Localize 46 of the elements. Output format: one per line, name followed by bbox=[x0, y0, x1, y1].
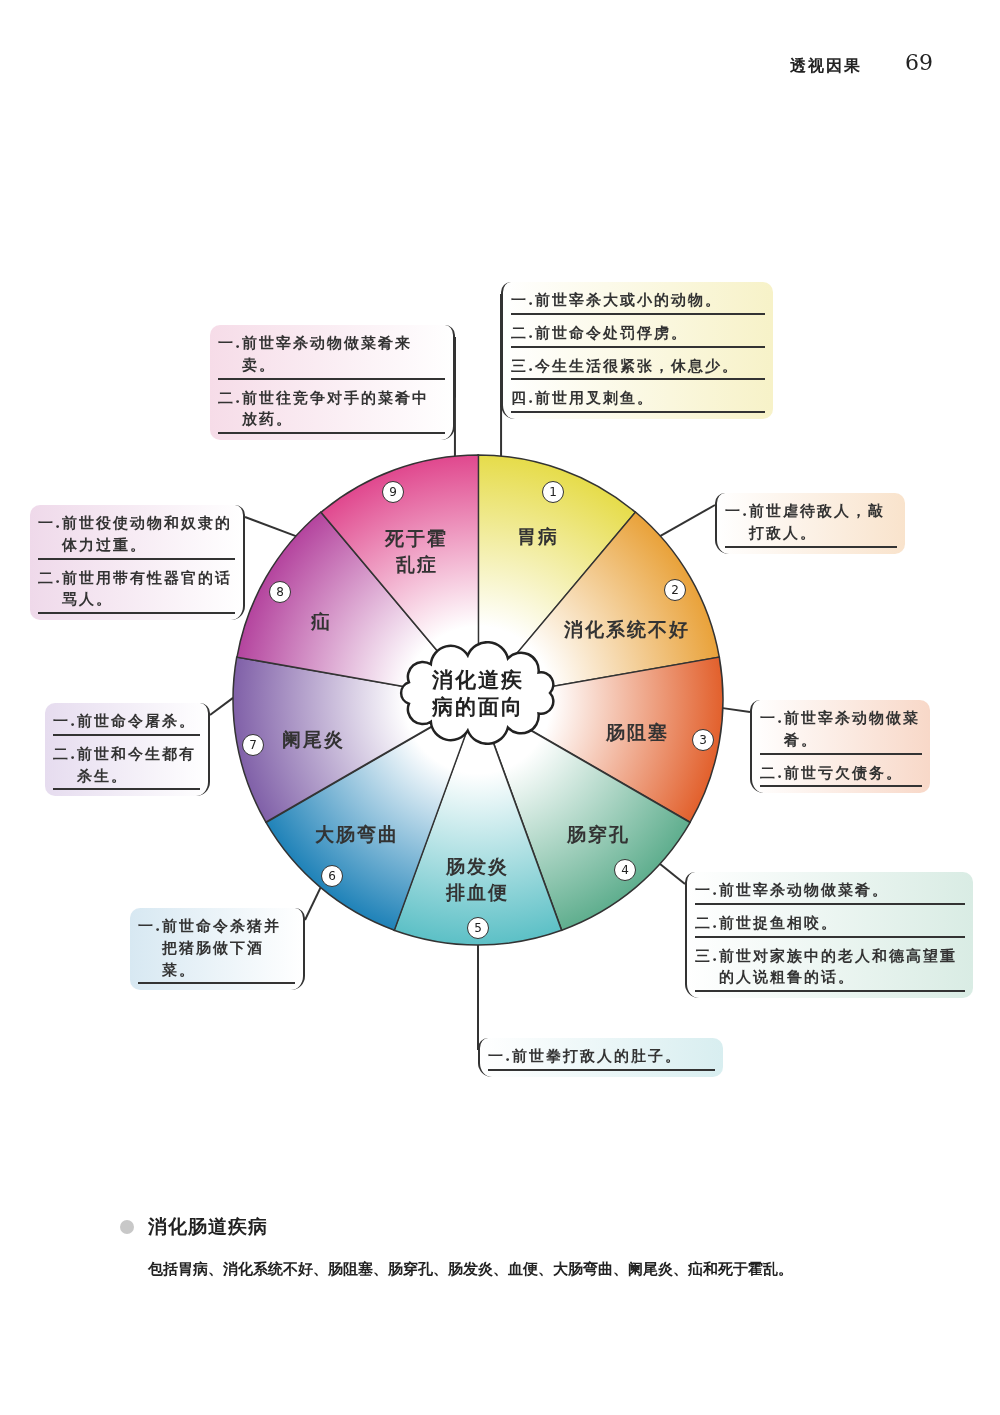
segment-label: 肠穿孔 bbox=[566, 822, 630, 848]
callout-panel bbox=[501, 282, 773, 419]
segment-label: 消化系统不好 bbox=[564, 617, 690, 643]
callout-panel bbox=[210, 325, 455, 440]
callout-text: 一.前世命令杀猪并把猪肠做下酒菜。 bbox=[138, 912, 295, 985]
callout-panel bbox=[30, 505, 245, 620]
callout-text: 一.前世拳打敌人的肚子。 bbox=[488, 1042, 715, 1071]
running-header: 透视因果 bbox=[790, 56, 862, 77]
callout-text: 二.前世亏欠债务。 bbox=[760, 758, 922, 788]
callout-text: 一.前世役使动物和奴隶的体力过重。 bbox=[38, 509, 235, 560]
segment-label: 肠阻塞 bbox=[605, 720, 669, 746]
callout-panel bbox=[45, 703, 210, 797]
leader-line bbox=[244, 516, 297, 538]
leader-line bbox=[659, 862, 686, 885]
callout-panel bbox=[130, 908, 305, 991]
callout-text: 三.今生生活很紧张，休息少。 bbox=[511, 351, 765, 381]
callout-text: 一.前世宰杀大或小的动物。 bbox=[511, 286, 765, 315]
section-heading: 消化肠道疾病 bbox=[148, 1214, 268, 1239]
center-label: 消化道疾病的面向 bbox=[431, 665, 525, 721]
callout-text: 二.前世用带有性器官的话骂人。 bbox=[38, 563, 235, 614]
callout-text: 一.前世宰杀动物做菜肴。 bbox=[760, 704, 922, 755]
callout-text: 一.前世虐待敌人，敲打敌人。 bbox=[725, 497, 897, 548]
segment-label: 阑尾炎 bbox=[281, 727, 345, 753]
callout-text: 一.前世宰杀动物做菜肴来卖。 bbox=[218, 329, 445, 380]
callout-text: 四.前世用叉刺鱼。 bbox=[511, 384, 765, 413]
callout-text: 三.前世对家族中的老人和德高望重的人说粗鲁的话。 bbox=[695, 941, 965, 992]
leader-line bbox=[209, 696, 234, 716]
leader-line bbox=[659, 504, 716, 538]
segment-label: 疝 bbox=[311, 609, 333, 635]
callout-panel bbox=[685, 872, 973, 998]
segment-label: 肠发炎排血便 bbox=[444, 854, 511, 905]
segment-label: 大肠弯曲 bbox=[315, 822, 399, 848]
callout-text: 二.前世命令处罚俘虏。 bbox=[511, 318, 765, 348]
callout-text: 一.前世命令屠杀。 bbox=[53, 707, 200, 736]
callout-panel bbox=[478, 1038, 723, 1077]
callout-text: 二.前世往竞争对手的菜肴中放药。 bbox=[218, 383, 445, 434]
callout-panel bbox=[750, 700, 930, 794]
leader-line bbox=[304, 886, 322, 921]
callout-text: 一.前世宰杀动物做菜肴。 bbox=[695, 876, 965, 905]
page-number: 69 bbox=[905, 50, 933, 75]
segment-label: 死于霍乱症 bbox=[384, 526, 450, 577]
callout-text: 二.前世捉鱼相咬。 bbox=[695, 908, 965, 938]
callout-panel bbox=[715, 493, 905, 554]
body-text: 包括胃病、消化系统不好、肠阻塞、肠穿孔、肠发炎、血便、大肠弯曲、阑尾炎、疝和死于霍乱。 bbox=[148, 1259, 794, 1280]
segment-label: 胃病 bbox=[517, 524, 559, 550]
callout-text: 二.前世和今生都有杀生。 bbox=[53, 739, 200, 791]
